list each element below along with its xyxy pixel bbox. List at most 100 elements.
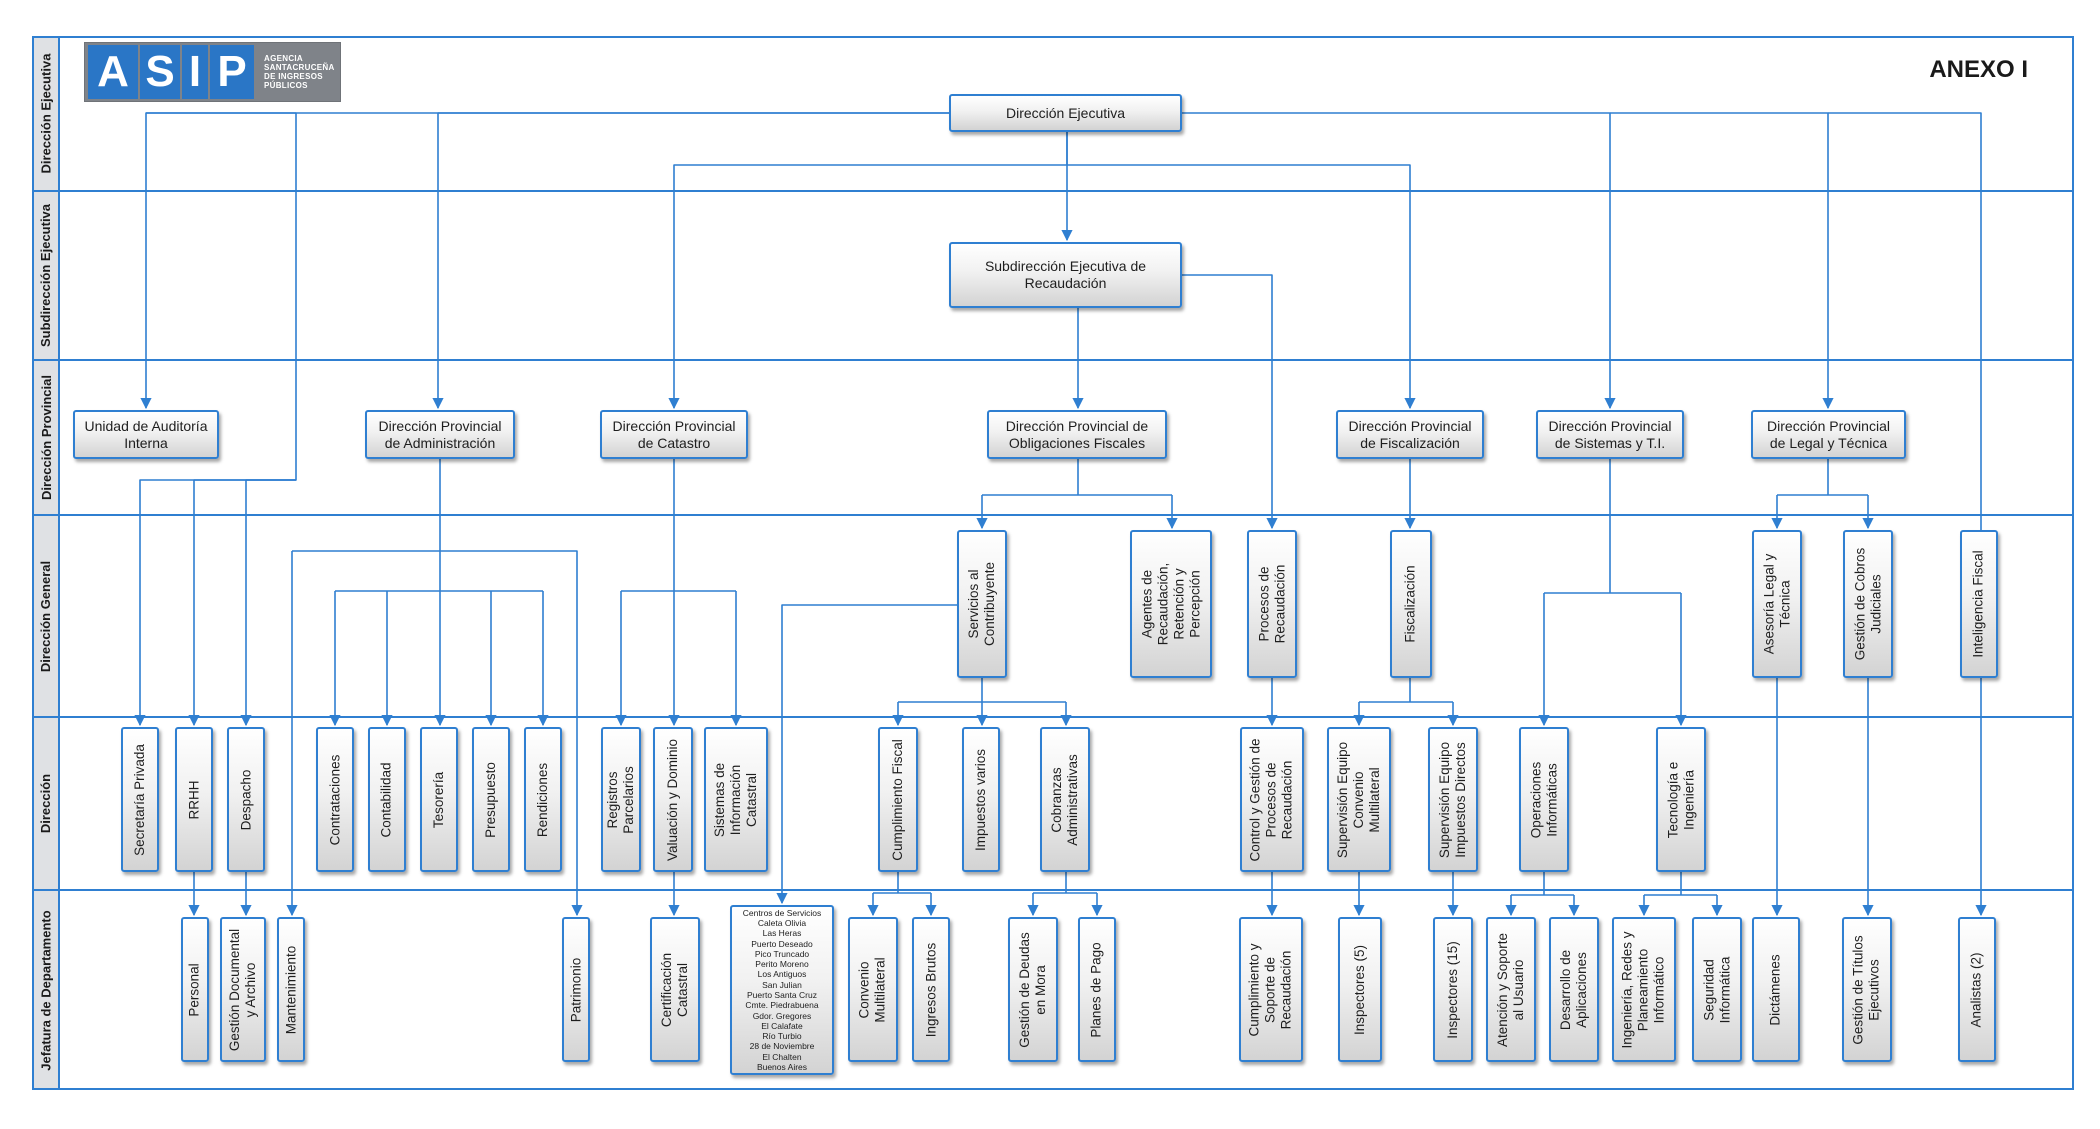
org-unit-unidad-de-auditoria: Unidad de Auditoría Interna: [73, 410, 219, 459]
org-unit-label: Ingeniería, Redes y Planeamiento Informá…: [1620, 930, 1668, 1049]
org-unit-cobranzas: Cobranzas Administrativas: [1040, 727, 1090, 872]
org-unit-patrimonio: Patrimonio: [562, 917, 590, 1062]
org-unit-contrataciones: Contrataciones: [316, 727, 354, 872]
org-unit-label: Servicios al Contribuyente: [966, 561, 997, 647]
org-unit-label: Planes de Pago: [1089, 941, 1105, 1038]
org-unit-label: Sistemas de Información Catastral: [712, 762, 760, 837]
org-unit-dictamenes: Dictámenes: [1752, 917, 1800, 1062]
org-unit-label: Dirección Provincial de Administración: [378, 417, 502, 451]
org-unit-label: RRHH: [186, 780, 201, 819]
asip-logo: A S I P AGENCIA SANTACRUCEÑA DE INGRESOS…: [84, 42, 341, 102]
org-unit-label: Supervisión Equipo Impuestos Directos: [1437, 741, 1469, 858]
org-unit-label: Agentes de Recaudación, Retención y Perc…: [1139, 562, 1202, 646]
org-unit-label: Seguridad Informática: [1701, 956, 1732, 1023]
org-unit-label: Dictámenes: [1768, 953, 1783, 1026]
org-unit-label: Subdirección Ejecutiva de Recaudación: [984, 258, 1147, 291]
org-unit-label: Dirección Provincial de Obligaciones Fis…: [1005, 417, 1149, 451]
org-unit-desarrollo-de: Desarrollo de Aplicaciones: [1549, 917, 1599, 1062]
org-unit-label: Operaciones Informáticas: [1528, 761, 1560, 838]
org-unit-label: Cobranzas Administrativas: [1049, 753, 1080, 846]
org-unit-label: Certificación Catastral: [659, 952, 690, 1027]
band-label-column: [32, 36, 60, 1090]
org-unit-label: Inteligencia Fiscal: [1971, 550, 1986, 658]
org-unit-label: Gestión de Deudas en Mora: [1017, 931, 1049, 1048]
band-separator: [32, 514, 2074, 516]
org-unit-label: Analistas (2): [1969, 951, 1984, 1028]
logo-letters: A S I P: [88, 45, 256, 99]
org-unit-direccion-ejecutiva: Dirección Ejecutiva: [949, 94, 1182, 132]
org-unit-gestion-documental: Gestión Documental y Archivo: [220, 917, 266, 1062]
org-unit-label: Dirección Provincial de Catastro: [612, 417, 736, 451]
org-unit-label: Tesorería: [431, 771, 446, 828]
org-unit-label: Inspectores (15): [1445, 940, 1461, 1039]
org-unit-label: Fiscalización: [1403, 565, 1418, 643]
org-unit-label: Contrataciones: [327, 754, 342, 845]
logo-agency-name: AGENCIA SANTACRUCEÑA DE INGRESOS PÚBLICO…: [264, 54, 335, 90]
org-unit-label: Personal: [187, 962, 203, 1017]
logo-letter: S: [140, 45, 180, 99]
org-unit-label: Supervisión Equipo Convenio Multilateral: [1335, 741, 1383, 858]
org-unit-label: Gestión de Títulos Ejecutivos: [1851, 934, 1882, 1045]
org-unit-label: Contabilidad: [379, 761, 394, 838]
org-unit-cumplimiento-y: Cumplimiento y Soporte de Recaudación: [1239, 917, 1303, 1062]
org-unit-label: Dirección Provincial de Fiscalización: [1348, 417, 1472, 451]
org-unit-label: Secretaría Privada: [132, 743, 147, 856]
org-unit-analistas-2: Analistas (2): [1958, 917, 1996, 1062]
org-unit-centros-de-servicios: Centros de Servicios Caleta Olivia Las H…: [730, 905, 834, 1075]
org-unit-operaciones: Operaciones Informáticas: [1519, 727, 1569, 872]
org-unit-label: Mantenimiento: [283, 945, 298, 1034]
org-unit-impuestos-varios: Impuestos varios: [962, 727, 1000, 872]
org-unit-gestion-de-cobros: Gestión de Cobros Judiciales: [1843, 530, 1893, 678]
band-separator: [32, 889, 2074, 891]
connector-line: [776, 604, 957, 905]
org-unit-ingenieria-redes-y: Ingeniería, Redes y Planeamiento Informá…: [1612, 917, 1676, 1062]
chart-frame: [32, 36, 2074, 1090]
org-unit-direccion-provincial-de: Dirección Provincial de Obligaciones Fis…: [987, 410, 1167, 459]
org-unit-tecnologia-e: Tecnología e Ingeniería: [1656, 727, 1706, 872]
org-unit-secretaria-privada: Secretaría Privada: [121, 727, 159, 872]
org-unit-label: Patrimonio: [568, 957, 583, 1022]
org-unit-label: Gestión Documental y Archivo: [227, 928, 258, 1051]
org-unit-seguridad: Seguridad Informática: [1692, 917, 1742, 1062]
org-unit-valuacion-y-dominio: Valuación y Dominio: [653, 727, 693, 872]
org-unit-direccion-provincial: Dirección Provincial de Sistemas y T.I.: [1536, 410, 1684, 459]
org-unit-label: Cumplimiento Fiscal: [890, 738, 906, 861]
org-unit-direccion-provincial: Dirección Provincial de Legal y Técnica: [1751, 410, 1906, 459]
org-unit-label: Impuestos varios: [973, 748, 989, 851]
connector-line: [240, 479, 296, 727]
band-separator: [32, 190, 2074, 192]
org-unit-procesos-de: Procesos de Recaudación: [1247, 530, 1297, 678]
org-unit-sistemas-de: Sistemas de Información Catastral: [704, 727, 768, 872]
org-unit-gestion-de-titulos: Gestión de Títulos Ejecutivos: [1842, 917, 1892, 1062]
org-unit-label: Unidad de Auditoría Interna: [84, 417, 208, 451]
org-unit-personal: Personal: [181, 917, 209, 1062]
annex-title: ANEXO I: [1929, 56, 2028, 83]
org-unit-label: Dirección Provincial de Sistemas y T.I.: [1548, 417, 1672, 451]
org-unit-inspectores-5: Inspectores (5): [1338, 917, 1382, 1062]
org-unit-direccion-provincial: Dirección Provincial de Fiscalización: [1336, 410, 1484, 459]
logo-letter: P: [210, 45, 254, 99]
org-unit-label: Centros de Servicios Caleta Olivia Las H…: [742, 907, 822, 1073]
org-unit-rrhh: RRHH: [175, 727, 213, 872]
org-unit-label: Convenio Multilateral: [857, 956, 888, 1023]
org-unit-label: Rendiciones: [535, 762, 551, 837]
org-unit-label: Registros Parcelarios: [605, 765, 636, 834]
band-separator: [32, 359, 2074, 361]
logo-letter: I: [182, 45, 208, 99]
org-unit-label: Dirección Ejecutiva: [1005, 104, 1126, 121]
org-unit-label: Despacho: [238, 769, 254, 830]
org-unit-subdireccion-ejecutiva-de: Subdirección Ejecutiva de Recaudación: [949, 242, 1182, 308]
org-unit-label: Tecnología e Ingeniería: [1665, 761, 1696, 838]
org-unit-supervision-equipo: Supervisión Equipo Impuestos Directos: [1428, 727, 1478, 872]
org-unit-label: Control y Gestión de Procesos de Recauda…: [1248, 737, 1295, 862]
org-unit-label: Atención y Soporte al Usuario: [1495, 932, 1527, 1047]
org-unit-cumplimiento-fiscal: Cumplimiento Fiscal: [878, 727, 918, 872]
org-unit-label: Cumplimiento y Soporte de Recaudación: [1247, 942, 1294, 1037]
band-separator: [32, 716, 2074, 718]
org-unit-label: Inspectores (5): [1352, 944, 1368, 1035]
org-unit-servicios-al: Servicios al Contribuyente: [957, 530, 1007, 678]
connector-line: [292, 550, 583, 917]
org-unit-label: Asesoría Legal y Técnica: [1761, 553, 1792, 655]
org-unit-agentes-de: Agentes de Recaudación, Retención y Perc…: [1130, 530, 1212, 678]
